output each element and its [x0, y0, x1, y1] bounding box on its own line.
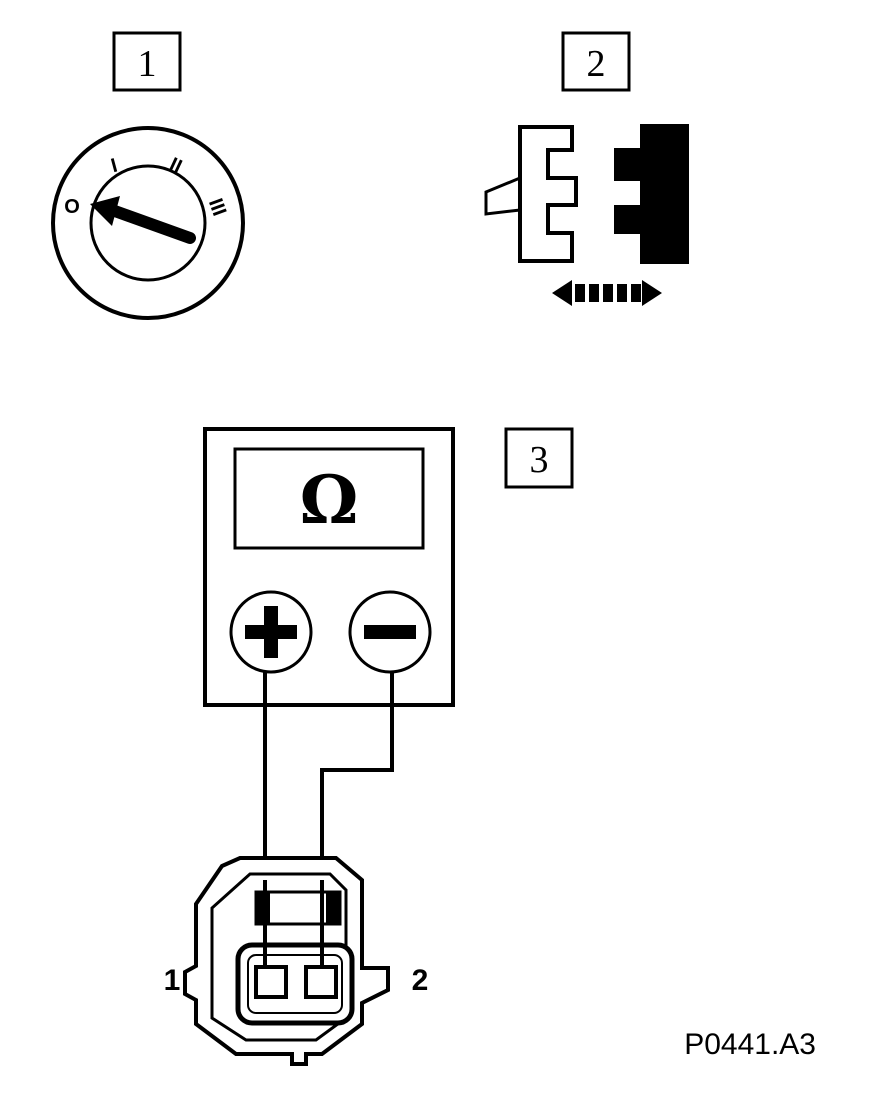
- ignition-position-1: I: [109, 155, 120, 178]
- step-2-number: 2: [587, 43, 606, 85]
- connector-disconnect-icon: [484, 124, 689, 306]
- step-1-label: 1: [112, 31, 182, 92]
- step-3-label: 3: [504, 427, 574, 489]
- ignition-switch: O I II III: [51, 126, 245, 320]
- multimeter-display: [233, 447, 425, 550]
- minus-icon: [364, 625, 416, 639]
- pin-2-terminal: [304, 965, 338, 999]
- harness-connector: [183, 856, 390, 1066]
- step-2-label: 2: [561, 31, 631, 92]
- step-3-number: 3: [530, 439, 549, 481]
- ignition-position-3: III: [204, 196, 230, 219]
- ohm-symbol: Ω: [300, 461, 359, 539]
- key-pointer-arrow-icon: [90, 196, 196, 244]
- pin-1-label: 1: [164, 964, 181, 997]
- reference-code: P0441.A3: [684, 1028, 816, 1061]
- ignition-position-0: O: [64, 196, 80, 218]
- multimeter: Ω: [203, 427, 455, 707]
- pin-1-terminal: [254, 965, 288, 999]
- pin-2-label: 2: [412, 964, 429, 997]
- positive-terminal: [229, 590, 313, 674]
- negative-terminal: [348, 590, 432, 674]
- step-1-number: 1: [138, 43, 157, 85]
